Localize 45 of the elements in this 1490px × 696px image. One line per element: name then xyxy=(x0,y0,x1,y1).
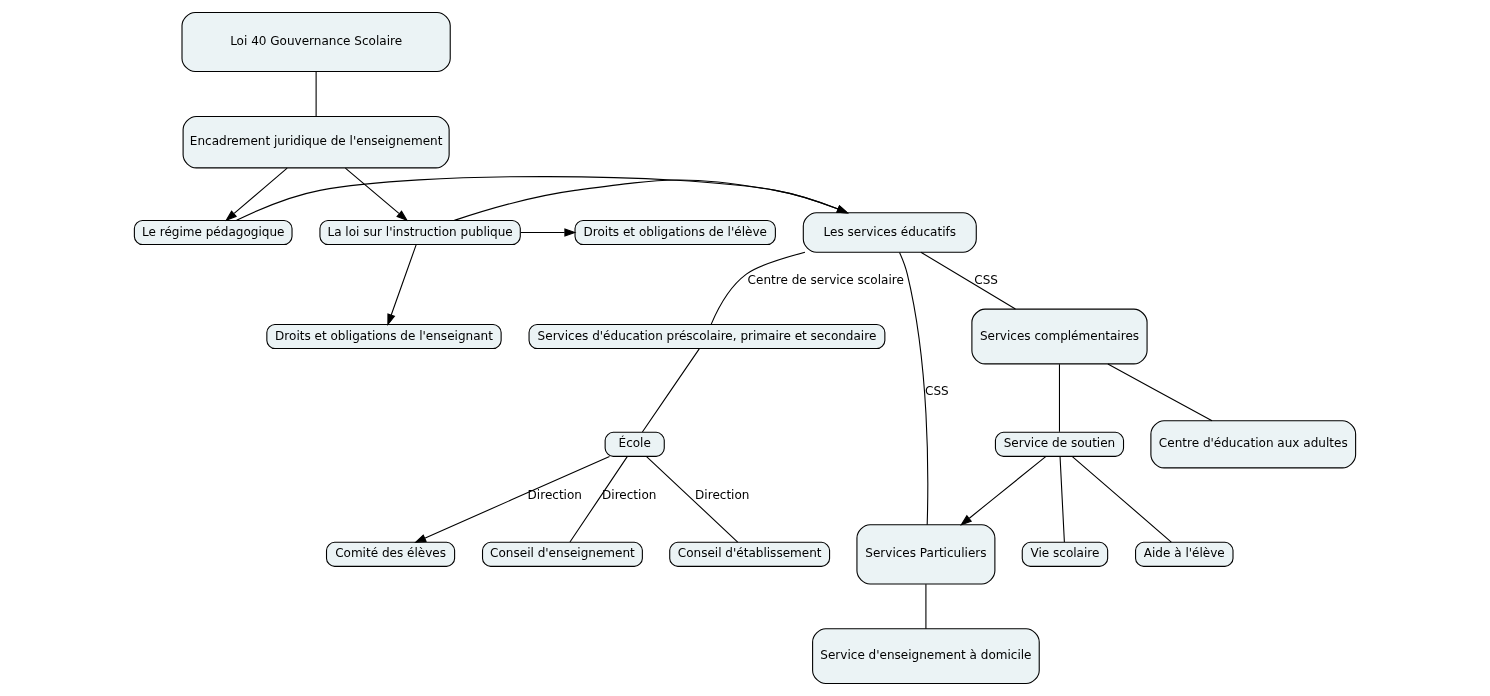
node-box: Services d'éducation préscolaire, primaire et secondaire xyxy=(528,323,886,350)
connector xyxy=(1071,456,1172,543)
node-box: Conseil d'enseignement xyxy=(481,541,643,567)
arrow xyxy=(414,456,611,543)
connector xyxy=(646,456,739,543)
edge-label: Direction xyxy=(695,488,750,503)
node-box: La loi sur l'instruction publique xyxy=(319,219,521,246)
connector xyxy=(1107,363,1213,422)
connector xyxy=(1059,456,1065,543)
connector xyxy=(920,251,1016,310)
node-box: Le régime pédagogique xyxy=(133,219,293,246)
connector xyxy=(315,71,317,117)
connector xyxy=(569,456,628,543)
edge-label: Direction xyxy=(527,488,582,503)
connector xyxy=(710,251,806,325)
arrow xyxy=(344,167,409,222)
edge-label: Direction xyxy=(602,488,657,503)
arrow xyxy=(453,179,849,221)
node-box: Services Particuliers xyxy=(856,524,996,585)
arrow xyxy=(236,176,849,221)
node-box: Les services éducatifs xyxy=(802,212,977,253)
node-box: Service d'enseignement à domicile xyxy=(812,628,1040,685)
node-box: Droits et obligations de l'élève xyxy=(574,219,776,246)
arrow xyxy=(387,244,417,326)
node-box: Service de soutien xyxy=(994,431,1125,457)
connector xyxy=(899,251,929,526)
edge-label: CSS xyxy=(925,384,949,399)
node-box: Conseil d'établissement xyxy=(669,541,831,567)
node-box: Loi 40 Gouvernance Scolaire xyxy=(181,11,451,73)
arrow xyxy=(225,167,288,222)
arrow xyxy=(960,456,1047,526)
connector xyxy=(925,583,927,630)
node-box: Aide à l'élève xyxy=(1135,541,1234,567)
edge-label: Centre de service scolaire xyxy=(747,272,904,287)
node-box: Vie scolaire xyxy=(1021,541,1109,567)
node-box: Centre d'éducation aux adultes xyxy=(1150,420,1357,469)
node-box: Services complémentaires xyxy=(971,308,1148,365)
node-box: Droits et obligations de l'enseignant xyxy=(266,323,502,350)
edge-label: CSS xyxy=(974,272,998,287)
node-box: Comité des élèves xyxy=(325,541,456,567)
arrow xyxy=(520,228,577,237)
connector xyxy=(1058,363,1061,433)
connector xyxy=(641,348,700,433)
node-box: Encadrement juridique de l'enseignement xyxy=(182,115,450,169)
node-box: École xyxy=(604,431,665,457)
